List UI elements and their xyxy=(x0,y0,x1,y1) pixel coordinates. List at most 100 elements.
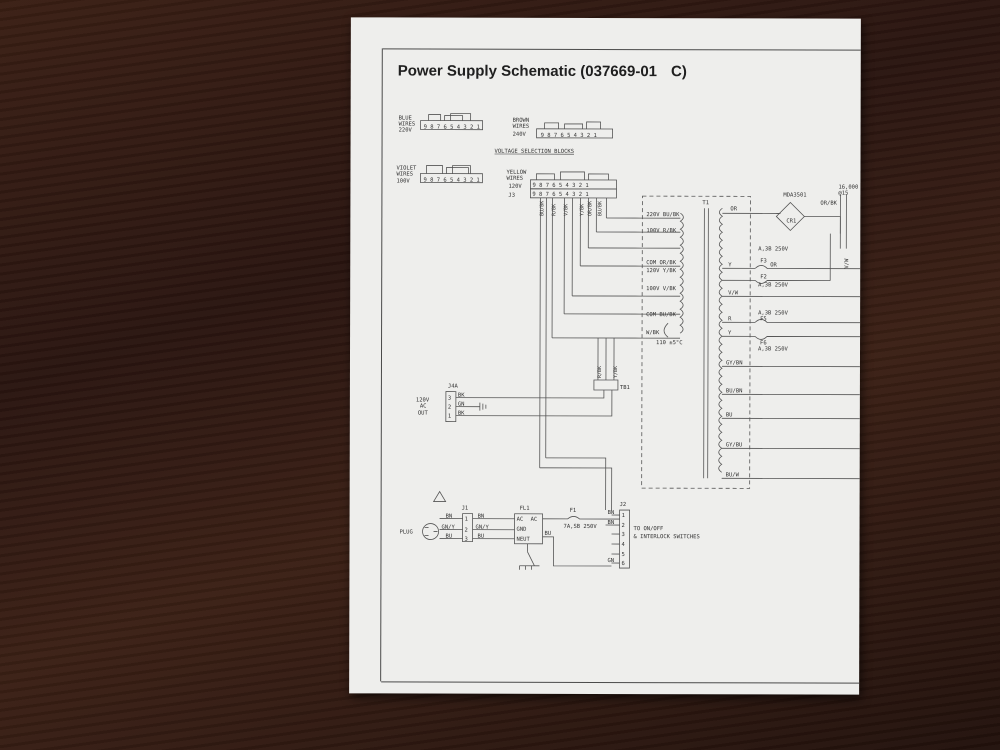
lower-wires xyxy=(539,457,613,511)
j1-connector xyxy=(462,513,473,543)
primary-label-4: 100V V/BK xyxy=(646,286,677,292)
brown-jumpers xyxy=(544,121,602,129)
j1-wire-left-0: BN xyxy=(446,514,453,520)
j1-label: J1 xyxy=(462,506,469,512)
secondary-fuses xyxy=(754,265,861,340)
thermal-fuse-rating: 110 ±5°C xyxy=(656,340,683,346)
aux-line1: 120V xyxy=(416,398,430,404)
primary-taps xyxy=(642,217,681,339)
brown-label-wires: WIRES xyxy=(513,124,530,130)
yellow-label-wires: WIRES xyxy=(506,176,523,182)
wire-code-3: Y/BK xyxy=(579,204,585,216)
tb-wire-0: R/BK xyxy=(597,366,603,378)
sec-wire-7: GY/BU xyxy=(726,442,743,448)
j2-pin-1: 1 xyxy=(622,513,625,519)
fuse2-label: F2 xyxy=(760,274,767,280)
aux-line3: OUT xyxy=(418,411,429,417)
blue-pins: 9 8 7 6 5 4 3 2 1 xyxy=(424,125,480,131)
fuse6-label: F6 xyxy=(760,340,767,346)
sec-wire-6: BU xyxy=(726,412,733,418)
yellow-label: YELLOW xyxy=(506,170,527,176)
fl1-term-1: AC xyxy=(531,517,538,523)
j4a-pin-3: 3 xyxy=(448,396,451,402)
violet-voltage-block xyxy=(420,173,483,184)
transformer-core xyxy=(703,208,709,479)
j2-pin-5: 5 xyxy=(621,552,624,558)
warning-triangle xyxy=(432,490,447,502)
fl1-term-2: GND xyxy=(517,527,527,533)
fl1-filter xyxy=(514,513,543,545)
primary-feed-wires xyxy=(552,217,643,339)
tb1-wires xyxy=(597,337,615,381)
j1-pin-1: 1 xyxy=(465,517,468,523)
fuse3-wire: OR xyxy=(770,262,777,268)
schematic-diagram: BLUE WIRES 220V 9 8 7 6 5 4 3 2 1 BROWN … xyxy=(396,113,861,570)
j2-wire-0: BN xyxy=(608,510,615,516)
j1-pin-2: 2 xyxy=(465,528,468,534)
yellow-jumpers xyxy=(536,171,609,181)
j1-wire-left-2: BU xyxy=(446,534,453,540)
yellow-pins: 9 8 7 6 5 4 3 2 1 xyxy=(532,183,588,189)
t1-label: T1 xyxy=(702,200,709,206)
j4a-label: J4A xyxy=(448,384,459,390)
thermal-fuse xyxy=(663,322,669,338)
secondary-wire-or: OR xyxy=(730,206,737,212)
brown-voltage: 240V xyxy=(513,132,527,138)
sec-wire-2: R xyxy=(728,316,732,322)
blue-voltage-block xyxy=(420,120,484,131)
violet-pins: 9 8 7 6 5 4 3 2 1 xyxy=(423,178,479,184)
brown-voltage-block xyxy=(536,128,613,139)
transformer-primary-coil xyxy=(679,212,684,334)
primary-label-3: 120V Y/BK xyxy=(646,268,677,274)
blue-voltage: 220V xyxy=(399,127,413,133)
brown-pins: 9 8 7 6 5 4 3 2 1 xyxy=(541,133,597,139)
ground-symbol-fl1 xyxy=(519,565,532,570)
blue-label-wires: WIRES xyxy=(399,121,416,127)
ground-symbol-j4a xyxy=(479,402,487,411)
violet-voltage: 100V xyxy=(396,178,410,184)
j2-pin-wires xyxy=(605,514,620,564)
fl1-term-3: NEUT xyxy=(517,537,531,543)
primary-label-1: 100V R/BK xyxy=(646,228,677,234)
fuse5-label: F5 xyxy=(760,316,767,322)
sec-wire-0: Y xyxy=(728,262,732,268)
wire-code-5: BU/BK xyxy=(597,201,603,216)
fuse3-label: F3 xyxy=(760,258,767,264)
plug-symbol xyxy=(422,523,439,540)
violet-label: VIOLET xyxy=(396,165,417,171)
j2-pin-6: 6 xyxy=(621,561,624,567)
j1-pin-3: 3 xyxy=(465,537,468,543)
bridge-ref: CR1 xyxy=(786,218,796,224)
bridge-rectifier xyxy=(775,201,805,232)
vertical-wire-labels: BU/BK R/BK V/BK Y/BK OR/BK BU/BK R/BK Y/… xyxy=(539,201,619,378)
fuse6-rating: A,3B 250V xyxy=(758,346,789,352)
f1-label: F1 xyxy=(570,508,577,514)
plug-to-j1-wires xyxy=(439,518,463,540)
violet-jumpers xyxy=(426,165,471,174)
tb1-label: TB1 xyxy=(620,385,630,391)
sec-wire-4: GY/BN xyxy=(726,360,743,366)
j2-wire-1: BN xyxy=(608,520,615,526)
tb-wire-1: Y/BK xyxy=(613,366,619,378)
j2-pin-4: 4 xyxy=(621,542,625,548)
primary-label-2: COM OR/BK xyxy=(646,260,677,266)
transformer-secondary-coil xyxy=(718,207,724,473)
bridge-label: MDA3501 xyxy=(783,192,806,198)
fl1-wire: BU xyxy=(545,531,552,537)
bridge-wire-orbk: OR/BK xyxy=(820,201,837,207)
fuse3-rating: A,3B 250V xyxy=(758,246,789,252)
aux-line2: AC xyxy=(420,404,427,410)
j1-wire-left-1: GN/Y xyxy=(442,525,456,531)
wire-code-4: OR/BK xyxy=(587,201,593,216)
transformer-outline xyxy=(641,195,751,489)
sec-wire-3: Y xyxy=(728,330,732,336)
j1-wire-right-1: GN/Y xyxy=(476,525,490,531)
violet-label-wires: WIRES xyxy=(396,171,413,177)
j2-note-line1: TO ON/OFF xyxy=(634,526,664,532)
j4a-wire-0: BK xyxy=(458,393,465,399)
primary-label-6: W/BK xyxy=(646,330,660,336)
secondary-output-wires xyxy=(721,212,861,480)
fl1-output-wires xyxy=(542,516,620,567)
j3-pins: 9 8 7 6 5 4 3 2 1 xyxy=(532,192,588,198)
